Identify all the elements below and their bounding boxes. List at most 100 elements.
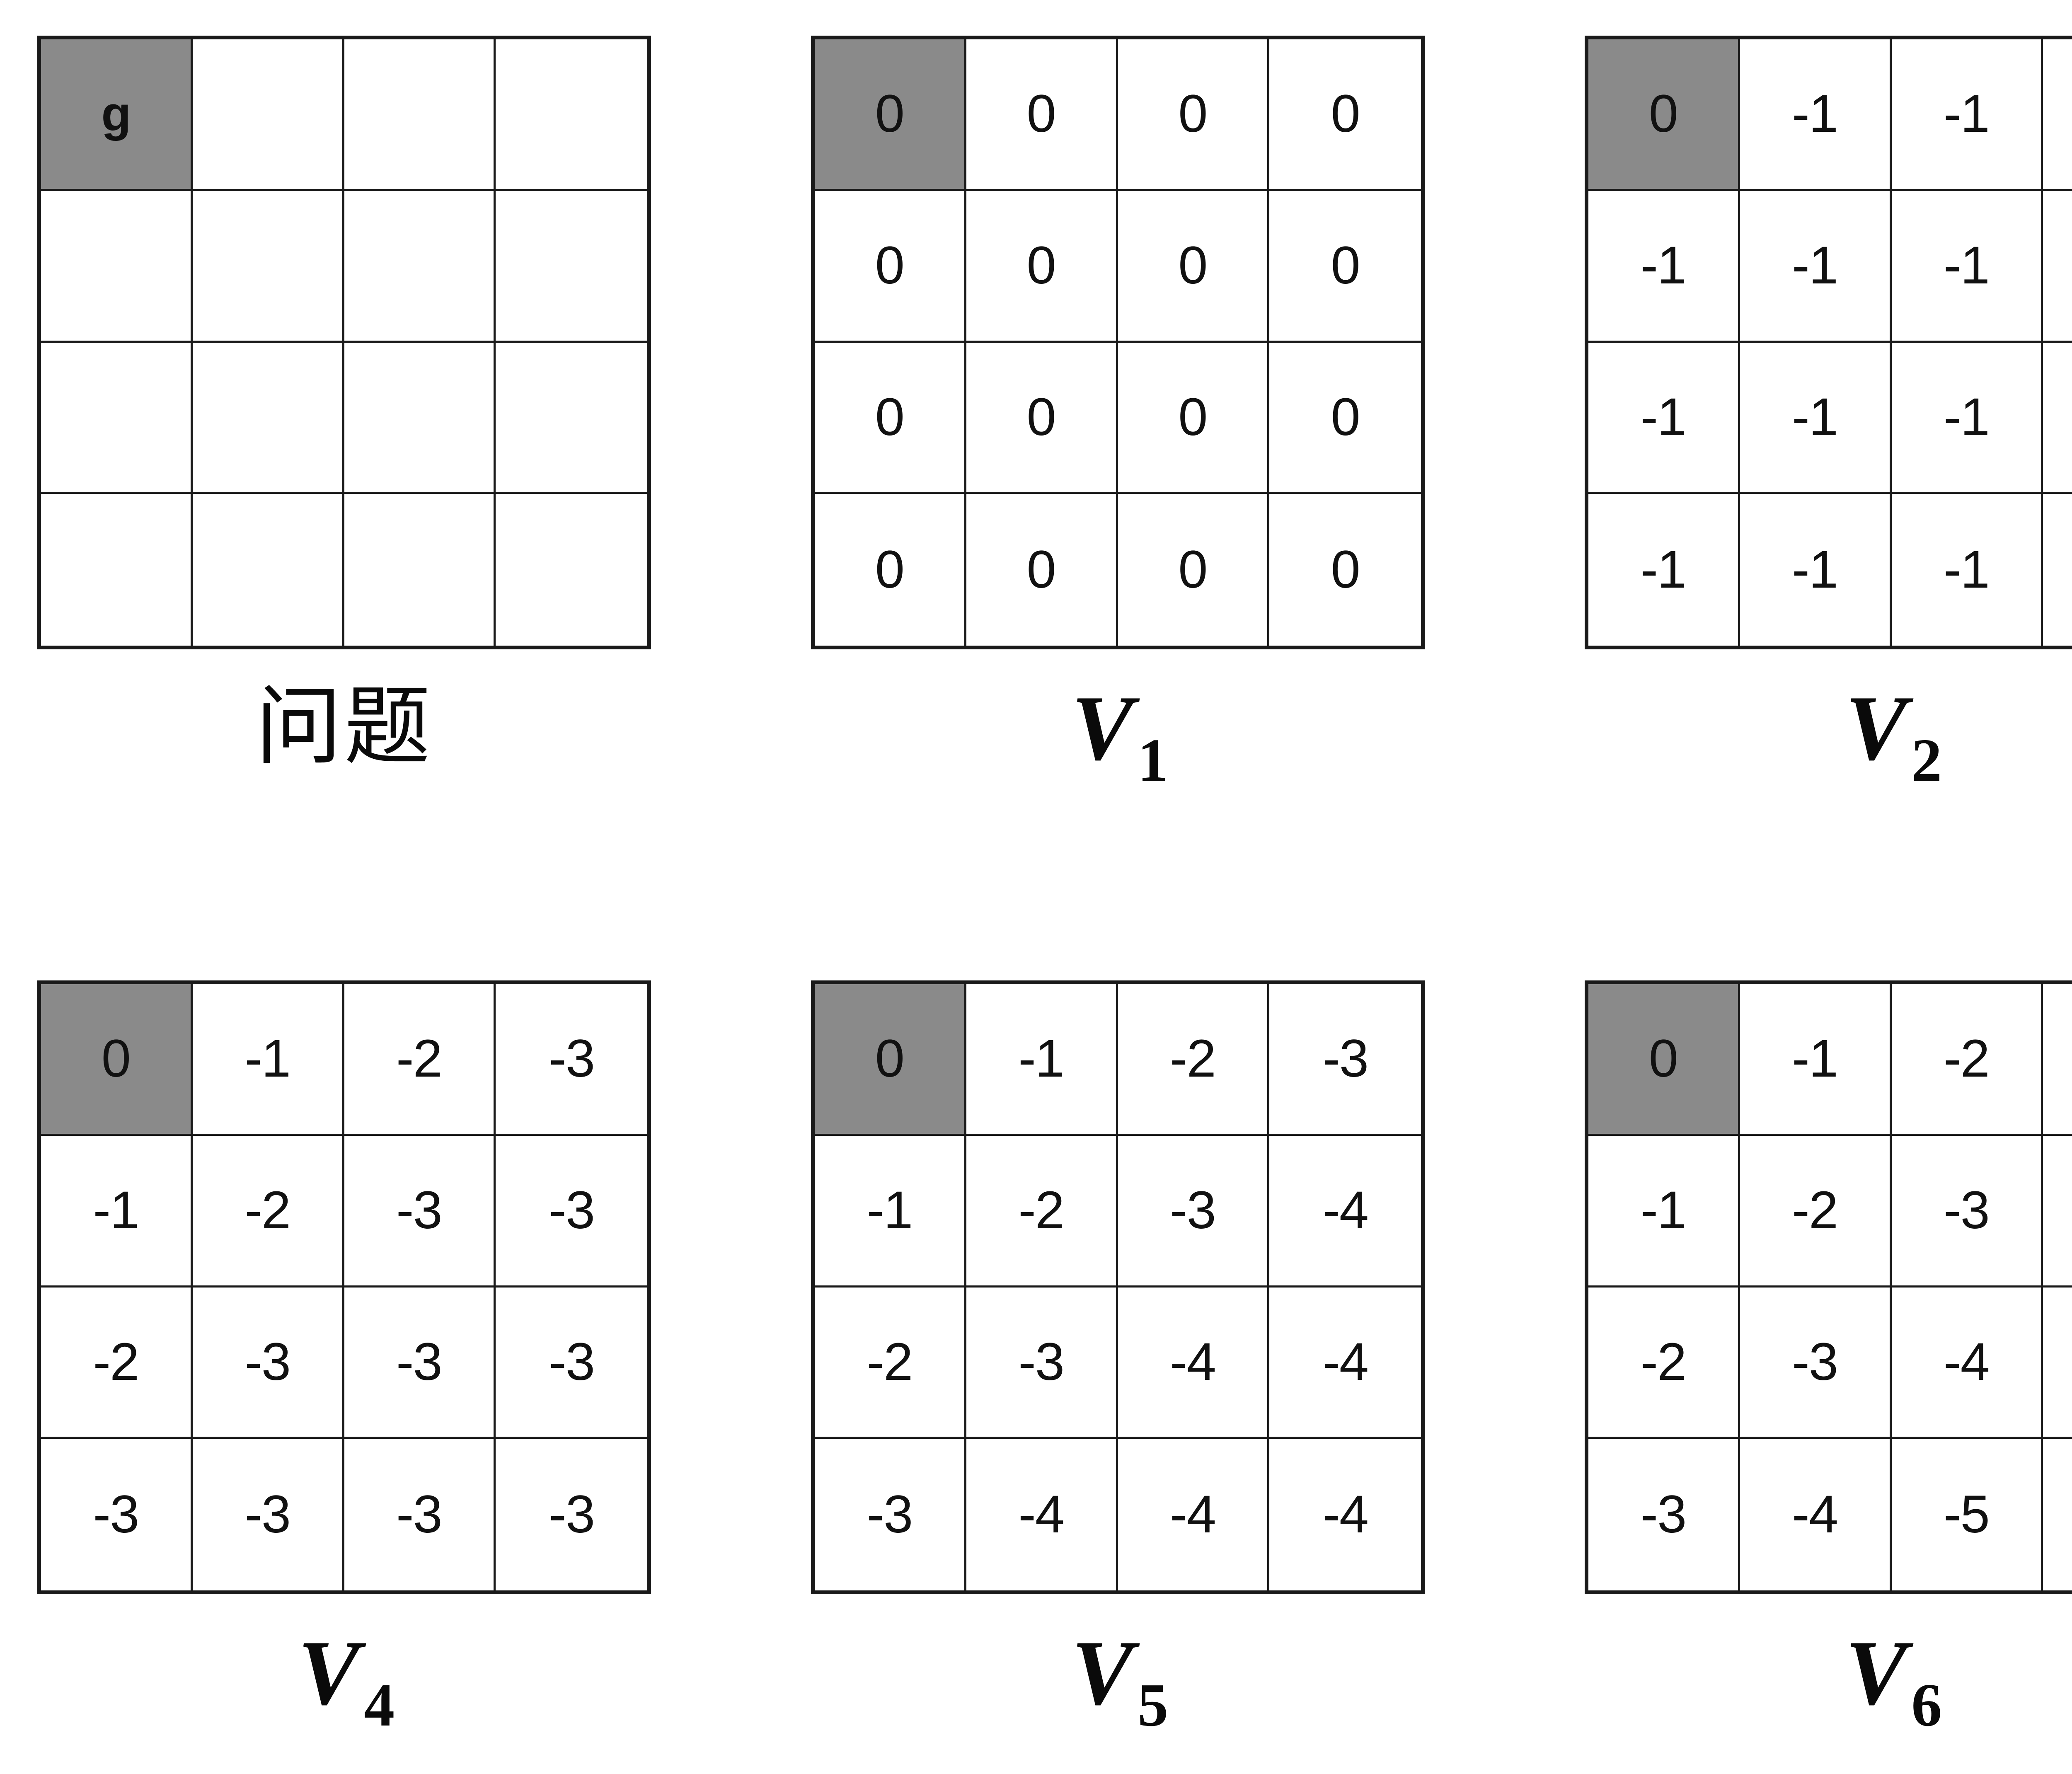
cell-r0c1[interactable]: -1 (192, 984, 344, 1136)
cell-r2c3[interactable]: -4 (1269, 1287, 1421, 1439)
panel-problem: g 问题 (37, 36, 651, 802)
cell-r1c3[interactable]: -4 (2043, 1135, 2072, 1288)
cell-r1c1[interactable]: 0 (966, 191, 1118, 343)
cell-r3c1[interactable] (192, 494, 344, 646)
cell-r0c1[interactable]: -1 (1740, 39, 1892, 191)
cell-r3c2[interactable]: -5 (1891, 1439, 2043, 1590)
cell-r1c1[interactable] (192, 191, 344, 343)
cell-r2c0[interactable] (41, 342, 193, 494)
cell-r3c3[interactable]: -1 (2043, 494, 2072, 646)
panel-caption-v2: V2 (1845, 682, 1942, 802)
cell-r1c0[interactable]: -1 (1588, 191, 1740, 343)
cell-r2c0[interactable]: -2 (41, 1287, 193, 1439)
cell-r0c3[interactable]: -3 (2043, 984, 2072, 1136)
cell-r0c1[interactable]: -1 (966, 984, 1118, 1136)
cell-r2c2[interactable] (344, 342, 496, 494)
cell-r0c2[interactable]: -2 (1891, 984, 2043, 1136)
cell-r2c0[interactable]: -1 (1588, 342, 1740, 494)
cell-r1c3[interactable]: 0 (1269, 191, 1421, 343)
cell-r0c0[interactable]: g (41, 39, 193, 191)
cell-r1c1[interactable]: -2 (966, 1135, 1118, 1288)
cell-r1c3[interactable]: -3 (496, 1135, 647, 1288)
cell-r3c2[interactable]: -3 (344, 1439, 496, 1590)
cell-r1c2[interactable]: 0 (1118, 191, 1270, 343)
cell-r3c1[interactable]: -4 (1740, 1439, 1892, 1590)
cell-r0c3[interactable]: 0 (1269, 39, 1421, 191)
cell-r3c3[interactable]: 0 (1269, 494, 1421, 646)
cell-r1c0[interactable]: -1 (1588, 1135, 1740, 1288)
cell-r2c1[interactable] (192, 342, 344, 494)
cell-r0c2[interactable] (344, 39, 496, 191)
cell-r1c3[interactable]: -4 (1269, 1135, 1421, 1288)
cell-r3c2[interactable]: -1 (1891, 494, 2043, 646)
cell-r0c1[interactable]: 0 (966, 39, 1118, 191)
cell-r0c3[interactable] (496, 39, 647, 191)
cell-r0c2[interactable]: -1 (1891, 39, 2043, 191)
cell-r3c1[interactable]: -3 (192, 1439, 344, 1590)
cell-r1c2[interactable] (344, 191, 496, 343)
cell-r3c1[interactable]: -4 (966, 1439, 1118, 1590)
cell-r0c2[interactable]: -2 (1118, 984, 1270, 1136)
cell-r3c1[interactable]: -1 (1740, 494, 1892, 646)
caption-text: 问题 (255, 677, 433, 777)
cell-r3c3[interactable]: -3 (496, 1439, 647, 1590)
cell-r3c0[interactable]: 0 (815, 494, 966, 646)
cell-r0c0[interactable]: 0 (1588, 984, 1740, 1136)
cell-r3c2[interactable] (344, 494, 496, 646)
cell-r3c0[interactable]: -3 (41, 1439, 193, 1590)
cell-r0c3[interactable]: -3 (1269, 984, 1421, 1136)
cell-r2c2[interactable]: -4 (1118, 1287, 1270, 1439)
cell-r2c3[interactable]: -3 (496, 1287, 647, 1439)
cell-r1c3[interactable] (496, 191, 647, 343)
cell-r0c3[interactable]: -3 (496, 984, 647, 1136)
cell-r1c0[interactable]: -1 (815, 1135, 966, 1288)
cell-r2c3[interactable] (496, 342, 647, 494)
cell-r3c3[interactable]: -5 (2043, 1439, 2072, 1590)
cell-r2c1[interactable]: -3 (1740, 1287, 1892, 1439)
cell-r3c2[interactable]: -4 (1118, 1439, 1270, 1590)
cell-r2c2[interactable]: -1 (1891, 342, 2043, 494)
cell-r2c3[interactable]: 0 (1269, 342, 1421, 494)
cell-r3c3[interactable] (496, 494, 647, 646)
cell-r1c2[interactable]: -1 (1891, 191, 2043, 343)
cell-r1c0[interactable] (41, 191, 193, 343)
cell-r3c0[interactable]: -3 (1588, 1439, 1740, 1590)
cell-r2c3[interactable]: -1 (2043, 342, 2072, 494)
cell-r1c1[interactable]: -2 (192, 1135, 344, 1288)
cell-r1c0[interactable]: -1 (41, 1135, 193, 1288)
cell-r1c2[interactable]: -3 (1118, 1135, 1270, 1288)
cell-r0c0[interactable]: 0 (1588, 39, 1740, 191)
cell-r2c3[interactable]: -5 (2043, 1287, 2072, 1439)
cell-r2c1[interactable]: -1 (1740, 342, 1892, 494)
cell-r3c0[interactable]: -1 (1588, 494, 1740, 646)
cell-r1c1[interactable]: -2 (1740, 1135, 1892, 1288)
cell-r1c3[interactable]: -1 (2043, 191, 2072, 343)
caption-text: V2 (1845, 682, 1942, 791)
cell-r2c0[interactable]: -2 (1588, 1287, 1740, 1439)
cell-r3c0[interactable]: -3 (815, 1439, 966, 1590)
cell-r1c2[interactable]: -3 (344, 1135, 496, 1288)
cell-r2c1[interactable]: -3 (192, 1287, 344, 1439)
cell-r2c2[interactable]: -3 (344, 1287, 496, 1439)
cell-r0c2[interactable]: 0 (1118, 39, 1270, 191)
cell-r2c0[interactable]: 0 (815, 342, 966, 494)
cell-r0c1[interactable] (192, 39, 344, 191)
cell-r0c3[interactable]: -1 (2043, 39, 2072, 191)
cell-r0c0[interactable]: 0 (815, 39, 966, 191)
cell-r2c0[interactable]: -2 (815, 1287, 966, 1439)
cell-r1c2[interactable]: -3 (1891, 1135, 2043, 1288)
cell-r3c1[interactable]: 0 (966, 494, 1118, 646)
cell-r2c2[interactable]: -4 (1891, 1287, 2043, 1439)
cell-r2c1[interactable]: -3 (966, 1287, 1118, 1439)
cell-r1c0[interactable]: 0 (815, 191, 966, 343)
cell-r1c1[interactable]: -1 (1740, 191, 1892, 343)
cell-r3c3[interactable]: -4 (1269, 1439, 1421, 1590)
cell-r0c0[interactable]: 0 (41, 984, 193, 1136)
cell-r2c2[interactable]: 0 (1118, 342, 1270, 494)
cell-r0c2[interactable]: -2 (344, 984, 496, 1136)
cell-r3c2[interactable]: 0 (1118, 494, 1270, 646)
cell-r3c0[interactable] (41, 494, 193, 646)
cell-r0c1[interactable]: -1 (1740, 984, 1892, 1136)
cell-r0c0[interactable]: 0 (815, 984, 966, 1136)
cell-r2c1[interactable]: 0 (966, 342, 1118, 494)
